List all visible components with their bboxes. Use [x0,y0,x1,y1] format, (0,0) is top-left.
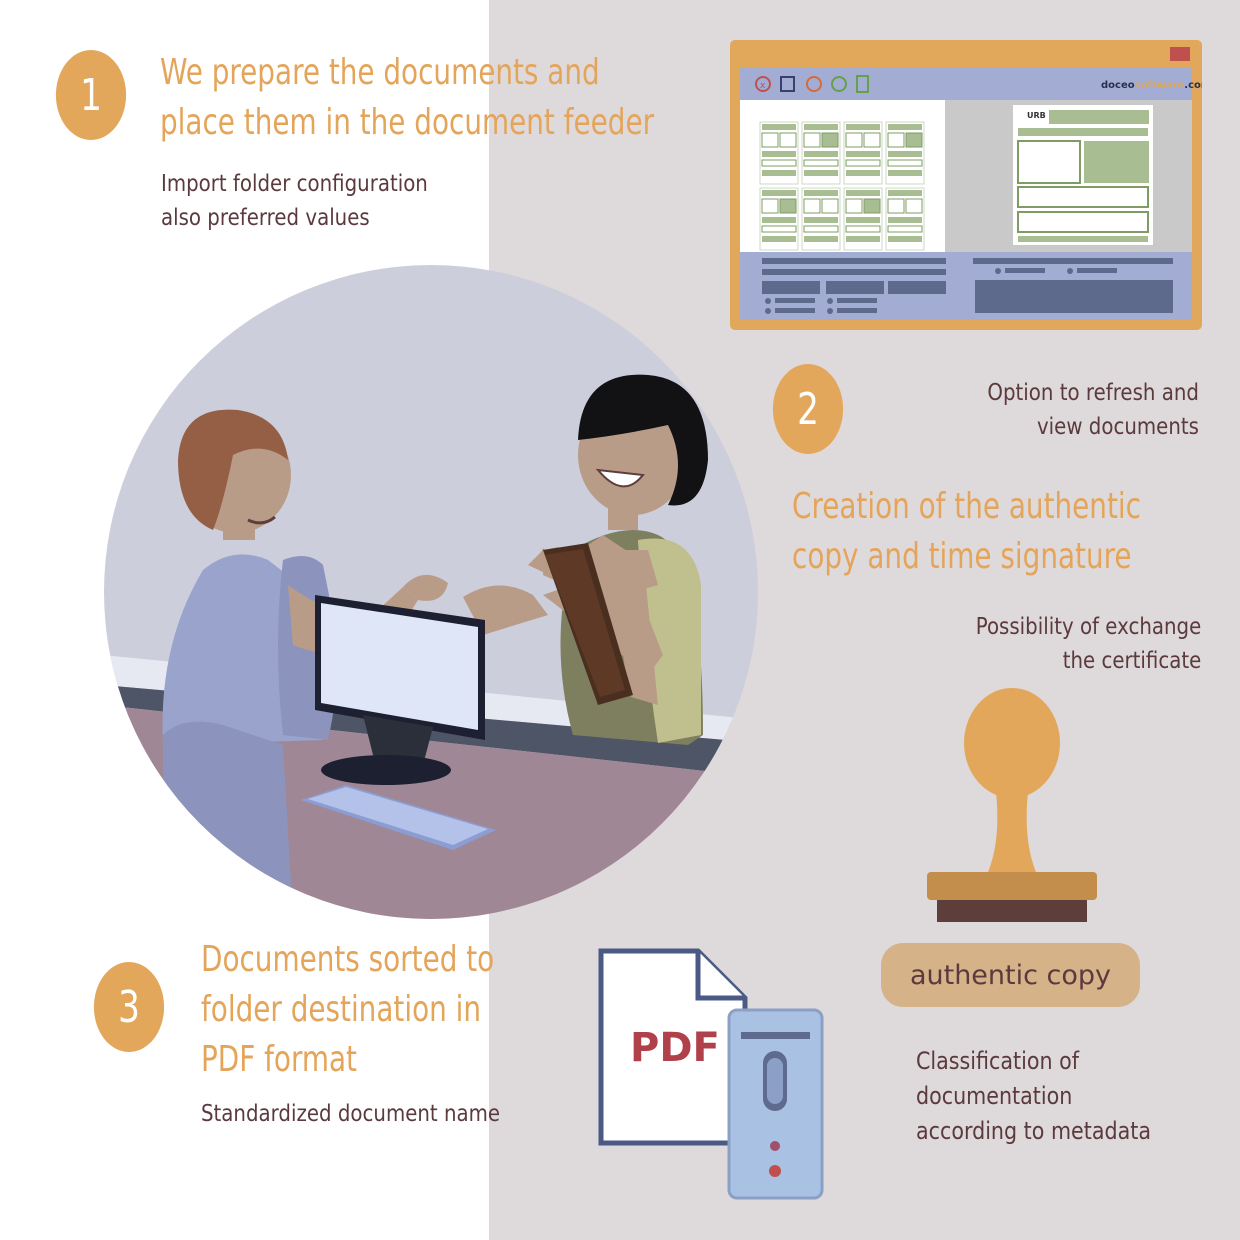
clipboard-icon [543,543,633,705]
brand-text: doceosoftware.com [1101,80,1202,91]
svg-text:x: x [760,81,766,91]
pdf-server-illustration [598,948,824,1200]
cancel-icon [755,76,771,92]
refresh-icon [806,76,822,92]
window-close-icon [1170,47,1190,61]
step-1-number-badge: 1 [55,50,127,140]
authentic-copy-label [881,943,1140,1007]
step-2-detail-top: Option to refresh and view documents [987,380,1199,440]
document-thumbnails [759,121,925,251]
step-2-detail: Possibility of exchange the certificate [975,614,1201,674]
check-icon [831,76,847,92]
pdf-label: PDF [630,1025,720,1071]
step-2-title: Creation of the authentic copy and time … [792,486,1141,577]
step-3-detail: Standardized document name [201,1101,501,1127]
step-3-number-badge: 3 [93,962,165,1052]
step-2-number-badge: 2 [772,364,844,454]
save-icon [780,76,795,92]
step-1-detail: Import folder configuration also preferr… [161,171,428,231]
monitor-icon [315,595,485,785]
classification-text: Classification of documentation accordin… [916,1047,1151,1145]
svg-text:URB: URB [1027,111,1046,120]
keyboard-icon [301,785,496,850]
stamp-illustration [881,688,1140,1007]
office-scene-illustration [104,265,758,919]
step-3-title: Documents sorted to folder destination i… [201,939,495,1080]
app-window-illustration: x doceosoftware.com URB [730,40,1202,330]
stamp-label-text: authentic copy [909,959,1112,991]
toolbar-icons: x [755,75,869,93]
certificate-icon [856,75,869,93]
step-1-title: We prepare the documents and place them … [160,52,655,143]
